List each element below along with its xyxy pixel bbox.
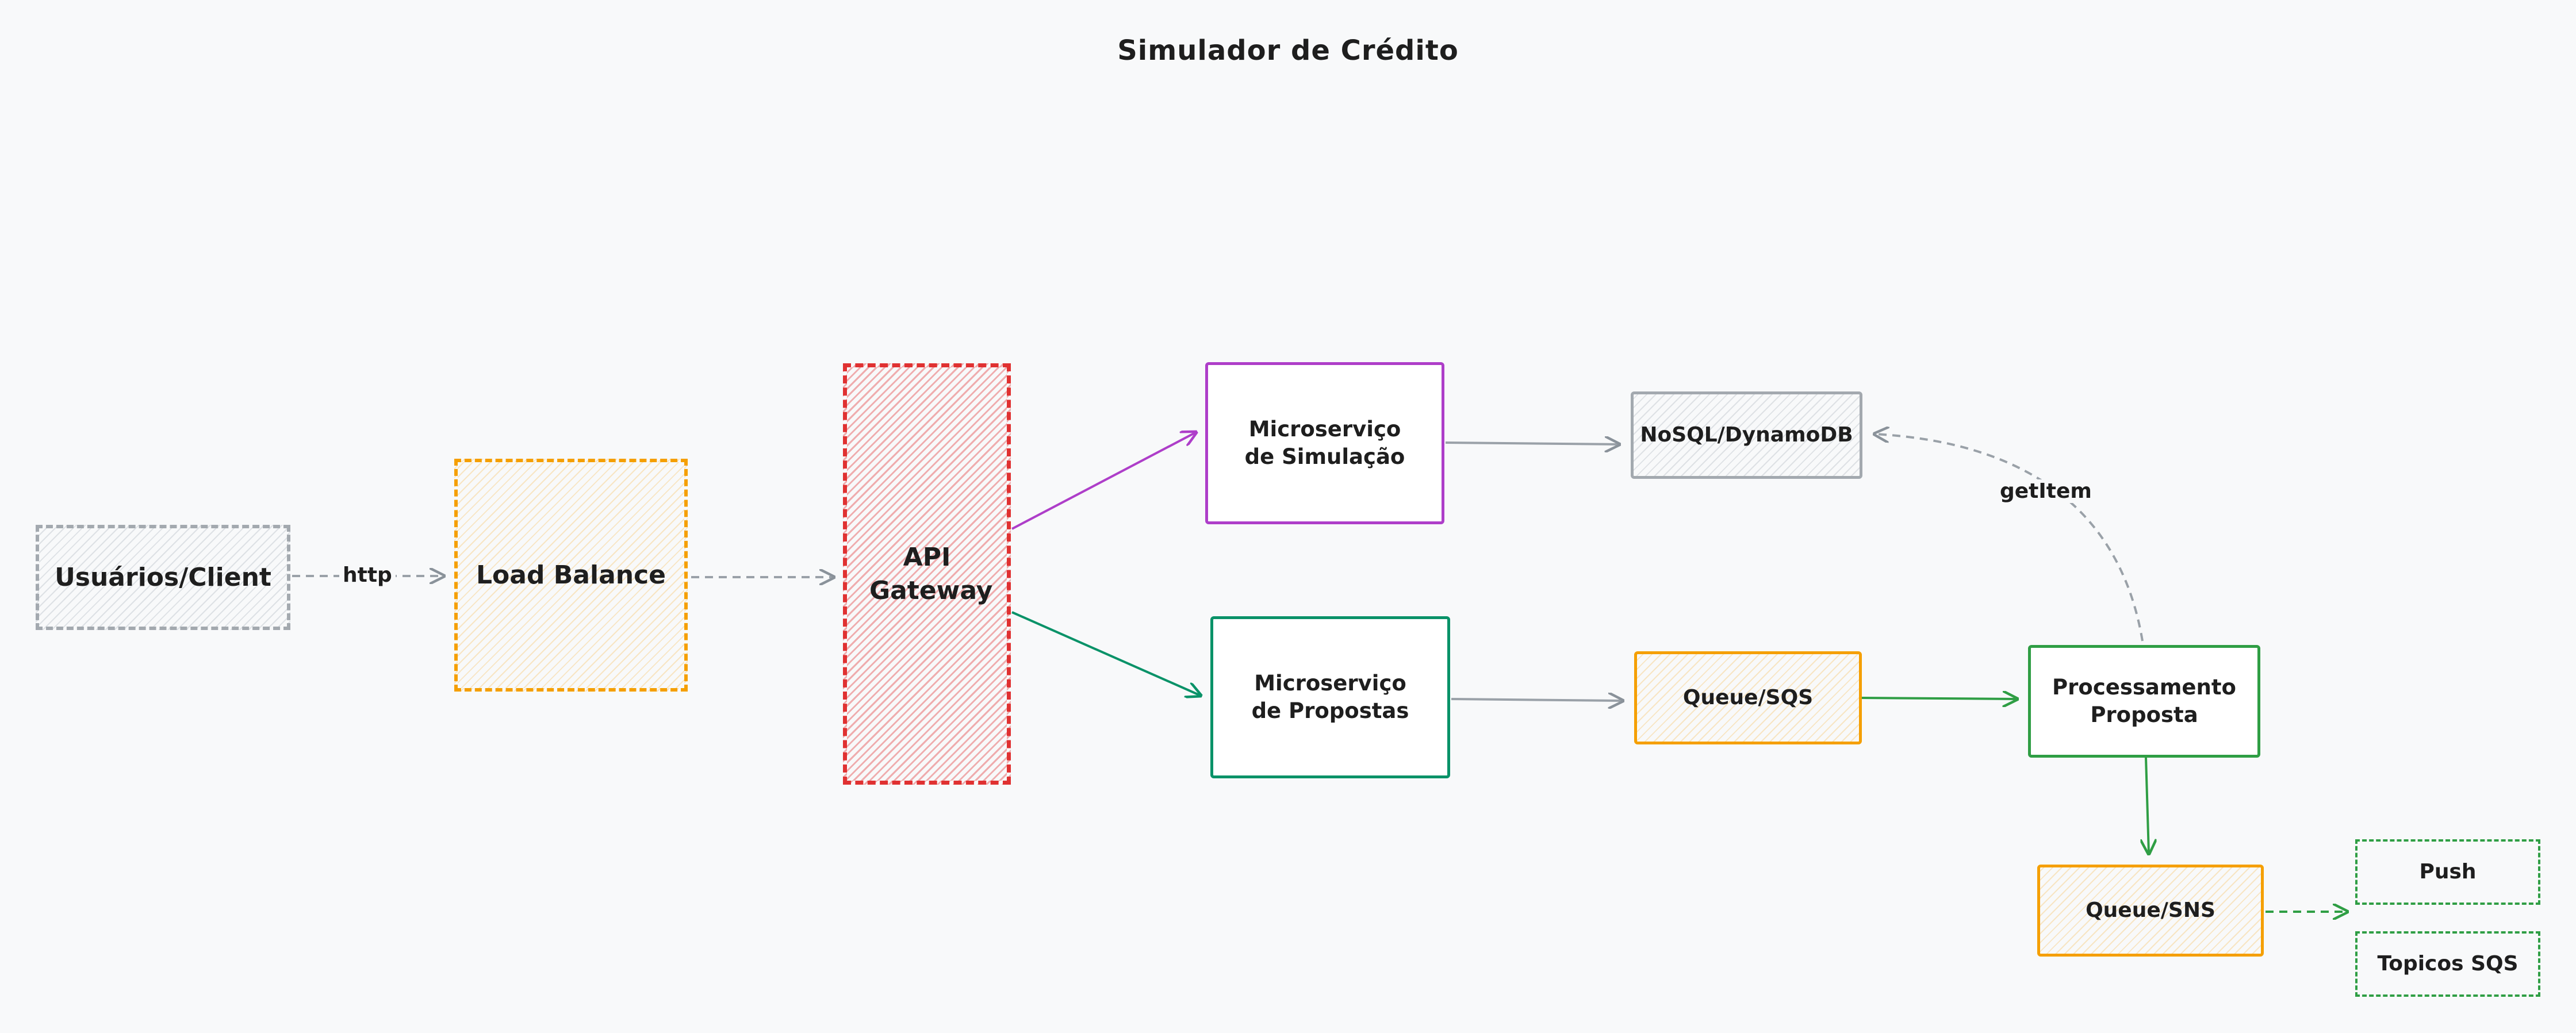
node-queue-sqs: Queue/SQS [1634,651,1862,744]
diagram-title: Simulador de Crédito [1117,34,1459,67]
node-nosql: NoSQL/DynamoDB [1631,391,1862,479]
node-ms-simulacao-label: Microserviço de Simulação [1244,416,1405,469]
node-queue-sns-label: Queue/SNS [2086,898,2215,922]
node-topicos-sqs: Topicos SQS [2355,931,2540,997]
arrow-processamento-to-sns [2146,757,2149,854]
edge-label-getitem: getItem [1996,479,2095,503]
node-client: Usuários/Client [36,525,290,630]
node-ms-propostas: Microserviço de Propostas [1210,616,1450,778]
arrow-simulacao-to-nosql [1445,443,1619,444]
edge-label-http: http [339,563,396,587]
node-push: Push [2355,839,2540,905]
node-load-balance-label: Load Balance [476,560,666,590]
node-queue-sns: Queue/SNS [2037,865,2264,957]
arrow-gateway-to-propostas [1011,611,1201,696]
node-ms-simulacao: Microserviço de Simulação [1205,362,1444,524]
node-load-balance: Load Balance [454,459,688,692]
node-queue-sqs-label: Queue/SQS [1682,685,1814,709]
node-nosql-label: NoSQL/DynamoDB [1640,423,1853,447]
node-client-label: Usuários/Client [55,562,271,592]
node-push-label: Push [2419,859,2477,884]
arrow-sqs-to-processamento [1861,698,2017,699]
node-processamento-label: Processamento Proposta [2052,674,2236,727]
arrow-gateway-to-simulacao [1011,432,1196,530]
arrow-propostas-to-sqs [1451,699,1623,701]
node-api-gateway-label: API Gateway [869,543,993,605]
node-api-gateway: API Gateway [843,363,1011,785]
arrow-processamento-getitem-nosql [1874,434,2144,642]
node-ms-propostas-label: Microserviço de Propostas [1251,670,1409,723]
node-processamento: Processamento Proposta [2028,645,2260,758]
node-topicos-sqs-label: Topicos SQS [2377,951,2518,976]
